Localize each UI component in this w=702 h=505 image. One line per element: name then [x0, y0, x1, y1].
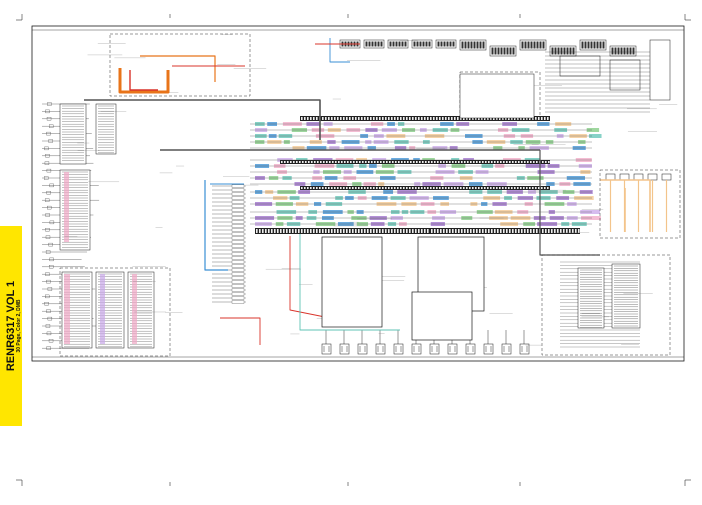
drawing-frame — [31, 25, 685, 362]
document-subtitle: 30 Page, Color 2, DMB — [16, 299, 22, 353]
ecm-connector-j2 — [411, 236, 485, 341]
subassembly-outlines — [59, 33, 681, 357]
ecm-connector-j1 — [321, 236, 383, 328]
wire-color-legend — [459, 73, 535, 119]
volume-tab: RENR6317 VOL 1 30 Page, Color 2, DMB — [0, 226, 22, 426]
crop-marks — [16, 14, 691, 486]
wiring-graphics — [42, 34, 678, 355]
